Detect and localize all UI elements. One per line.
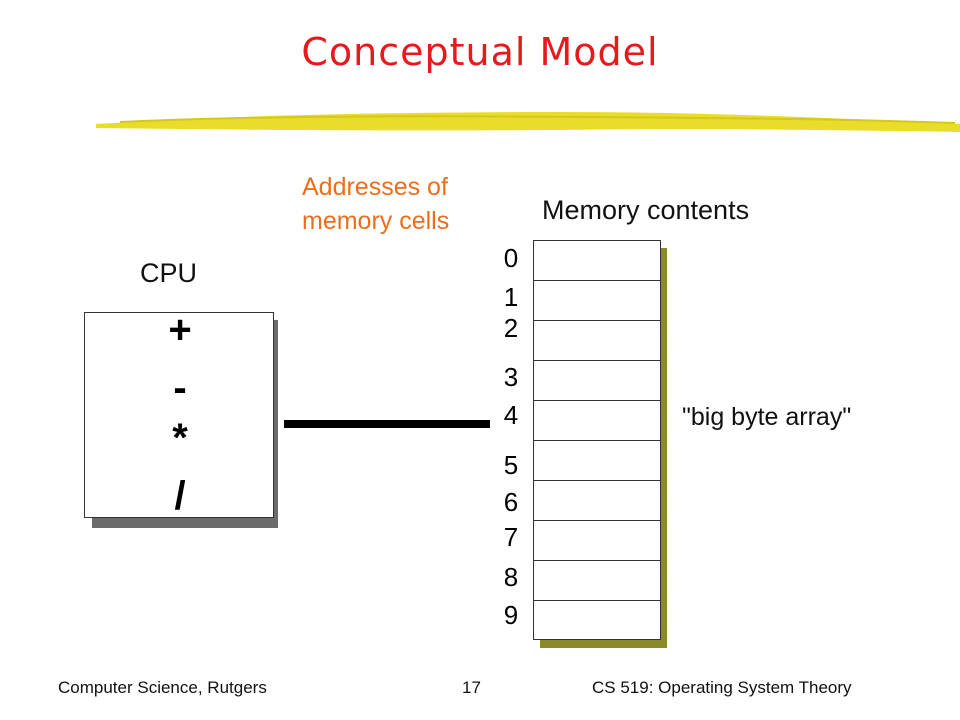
array-note: "big byte array" <box>682 403 852 431</box>
memory-cell <box>534 521 660 561</box>
cpu-label: CPU <box>140 258 198 288</box>
operator-divide: / <box>174 474 186 518</box>
addresses-label: Addresses of memory cells <box>302 170 449 238</box>
addresses-label-line1: Addresses of <box>302 173 448 201</box>
address-label: 7 <box>503 522 519 552</box>
memory-cell <box>534 281 660 321</box>
operator-multiply: * <box>172 416 188 460</box>
memory-cell <box>534 561 660 601</box>
address-label: 8 <box>503 562 519 592</box>
operator-plus: + <box>168 308 192 352</box>
address-label: 0 <box>503 243 519 273</box>
addresses-label-line2: memory cells <box>302 207 450 235</box>
memory-cell <box>534 401 660 441</box>
page-number: 17 <box>462 678 481 697</box>
address-label: 6 <box>503 487 519 517</box>
memory-cell <box>534 601 660 641</box>
bus-connector <box>284 420 490 428</box>
footer-right: CS 519: Operating System Theory <box>592 678 852 697</box>
memory-cell <box>534 441 660 481</box>
memory-contents-label: Memory contents <box>542 195 750 225</box>
address-label: 4 <box>503 400 519 430</box>
cpu-box <box>84 312 274 518</box>
operator-minus: - <box>173 366 187 410</box>
memory-cell <box>534 481 660 521</box>
address-label: 5 <box>503 450 519 480</box>
address-label: 9 <box>503 600 519 630</box>
memory-cell <box>534 241 660 281</box>
memory-cell <box>534 321 660 361</box>
memory-cell <box>534 361 660 401</box>
title-underline <box>96 112 960 132</box>
slide-title: Conceptual Model <box>301 30 659 74</box>
address-label: 1 <box>503 282 519 312</box>
address-label: 2 <box>503 313 519 343</box>
footer-left: Computer Science, Rutgers <box>58 678 267 697</box>
address-label: 3 <box>503 362 519 392</box>
memory-array <box>533 240 661 640</box>
